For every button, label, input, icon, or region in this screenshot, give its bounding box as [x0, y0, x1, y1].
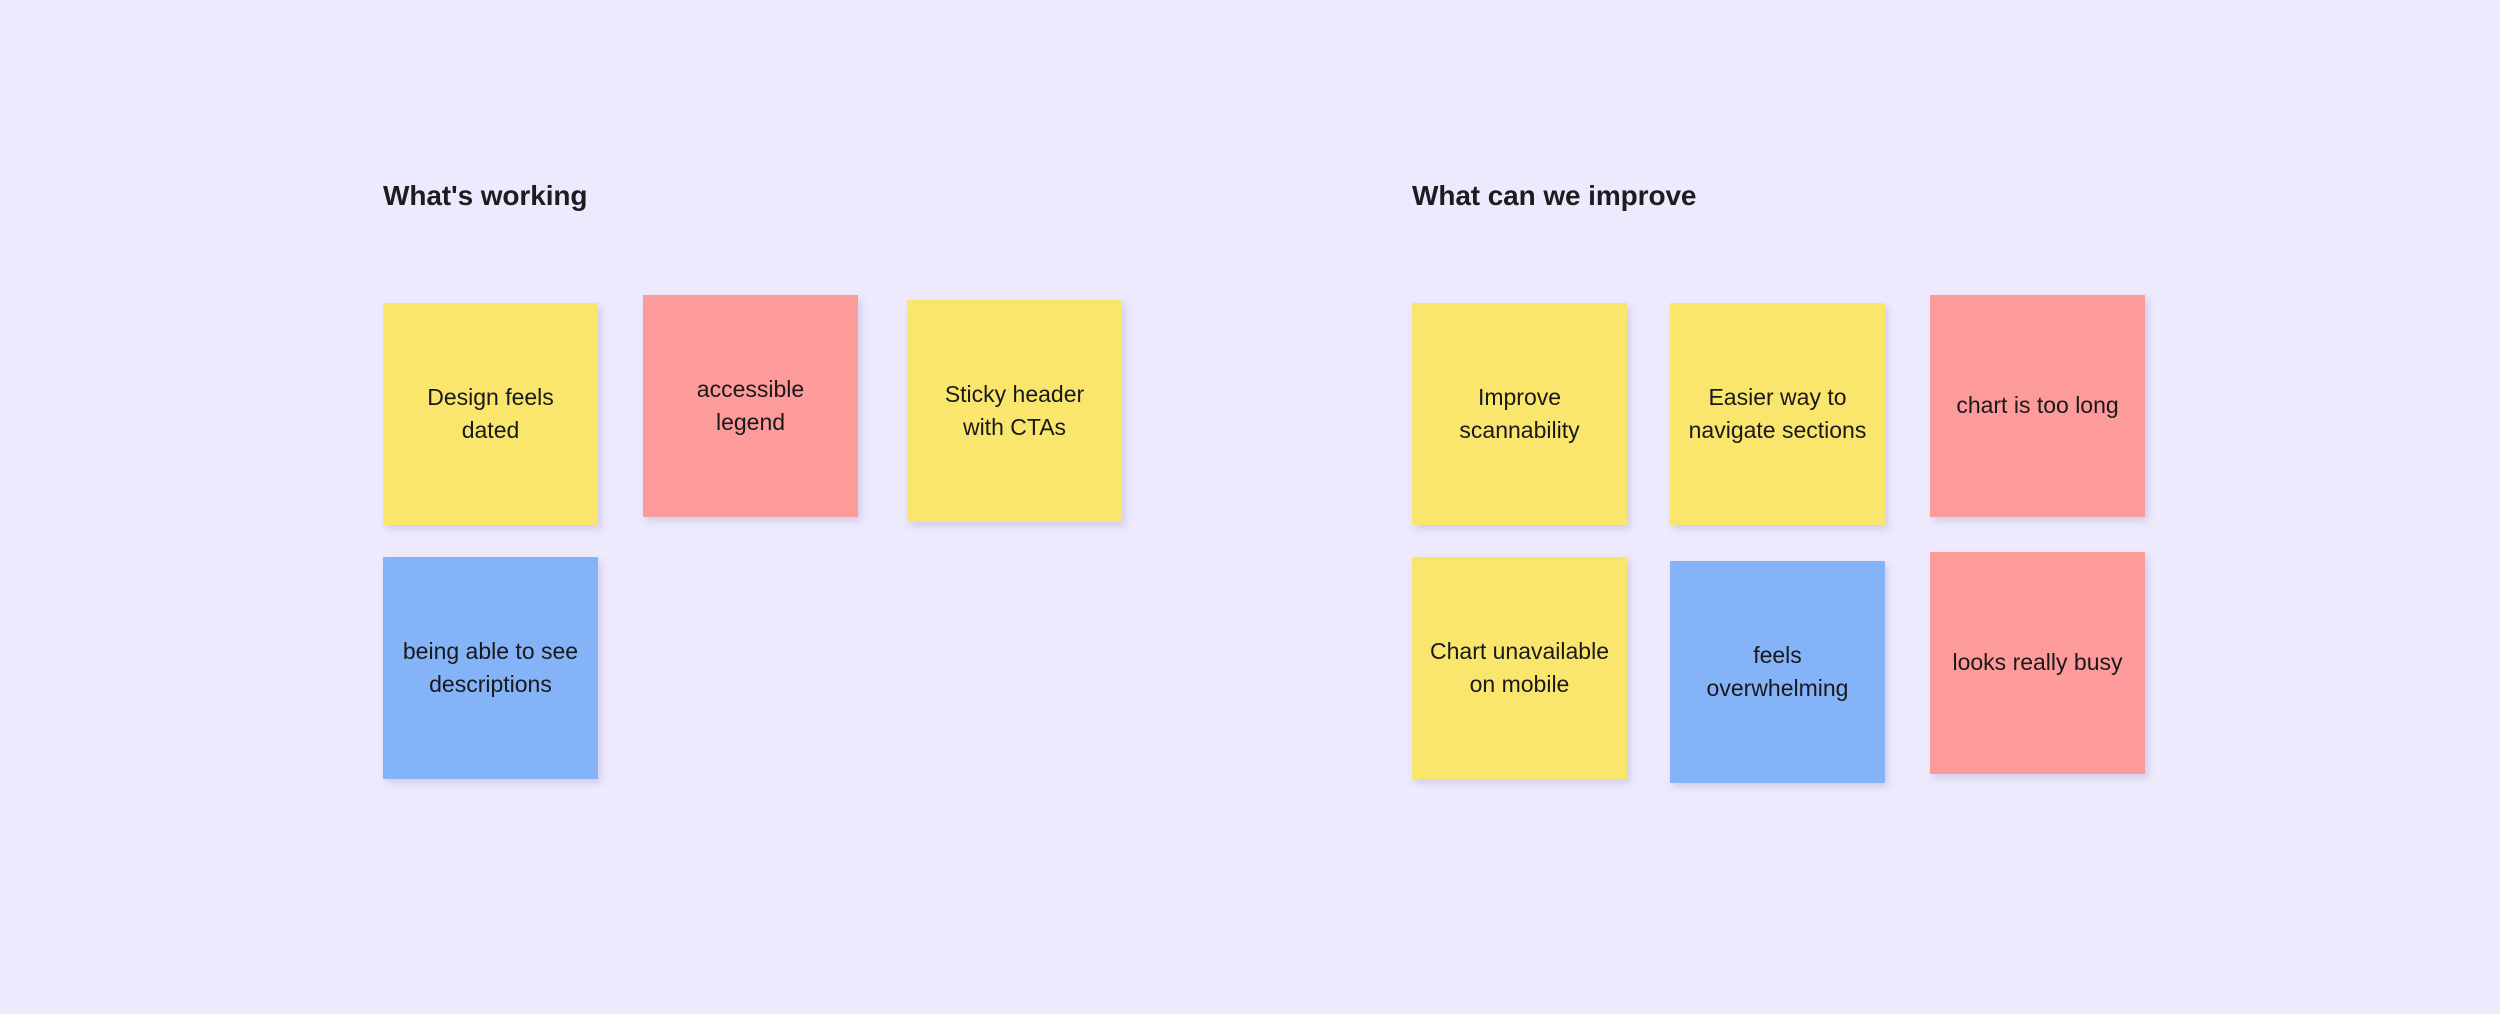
column-title-what-can-we-improve: What can we improve [1412, 180, 1697, 211]
sticky-note-text: Sticky header with CTAs [944, 380, 1085, 440]
column-whats-working: What's working Design feels dated access… [383, 0, 1283, 1014]
sticky-note-text: chart is too long [1956, 392, 2119, 419]
sticky-note-text: Chart unavailable on mobile [1430, 637, 1610, 697]
sticky-note[interactable]: feels overwhelming [1670, 561, 1885, 783]
sticky-note[interactable]: chart is too long [1930, 295, 2145, 517]
sticky-note-text: Design feels dated [427, 383, 554, 443]
sticky-note-text: Easier way to navigate sections [1688, 383, 1867, 443]
sticky-note-text: feels overwhelming [1706, 641, 1849, 701]
sticky-note[interactable]: Improve scannability [1412, 303, 1627, 525]
sticky-note-text: looks really busy [1952, 649, 2123, 676]
column-title-whats-working: What's working [383, 180, 588, 211]
sticky-note[interactable]: Chart unavailable on mobile [1412, 557, 1627, 779]
sticky-note[interactable]: being able to see descriptions [383, 557, 598, 779]
sticky-note-text: Improve scannability [1459, 383, 1580, 443]
sticky-note[interactable]: Design feels dated [383, 303, 598, 525]
sticky-note[interactable]: looks really busy [1930, 552, 2145, 774]
sticky-note[interactable]: Sticky header with CTAs [907, 300, 1122, 522]
sticky-note[interactable]: accessible legend [643, 295, 858, 517]
sticky-note-text: accessible legend [696, 375, 805, 435]
column-what-can-we-improve: What can we improve Improve scannability… [1412, 0, 2312, 1014]
sticky-note[interactable]: Easier way to navigate sections [1670, 303, 1885, 525]
sticky-note-text: being able to see descriptions [402, 637, 579, 697]
